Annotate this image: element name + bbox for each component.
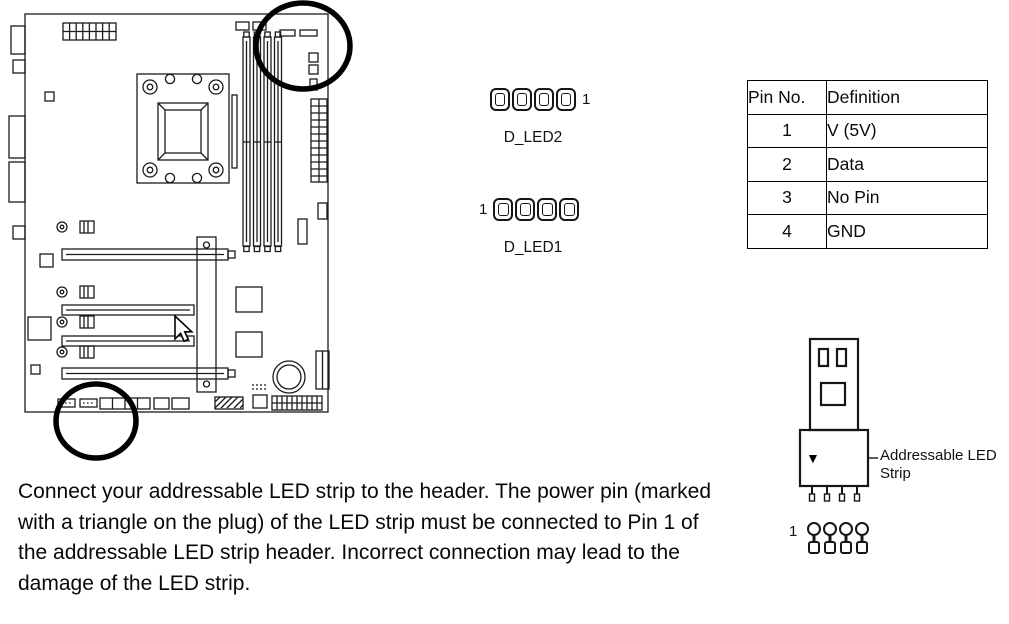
d-led2-label: D_LED2 bbox=[503, 129, 563, 146]
circle-annotation-top-right bbox=[253, 0, 353, 92]
motherboard-diagram bbox=[8, 0, 353, 461]
board-pads bbox=[27, 91, 55, 375]
d-led1-pin-3 bbox=[537, 198, 558, 221]
d-led1-pin-2 bbox=[515, 198, 536, 221]
d-led2-pin-2 bbox=[534, 88, 554, 111]
d-led2-pin-graphic: 1 bbox=[489, 88, 595, 111]
instruction-text: Connect your addressable LED strip to th… bbox=[18, 477, 711, 599]
right-edge-header bbox=[317, 202, 328, 220]
definition-cell: Data bbox=[826, 147, 988, 182]
pin-no-cell: 2 bbox=[747, 147, 827, 182]
d-led1-pin-1 bbox=[493, 198, 514, 221]
pin-no-cell: 1 bbox=[747, 113, 827, 148]
power-pin-triangle-marker: ▼ bbox=[806, 450, 820, 466]
front-panel-header-topleft bbox=[62, 22, 117, 41]
rear-io-ports bbox=[8, 25, 26, 240]
instruction-line-1: Connect your addressable LED strip to th… bbox=[18, 480, 711, 503]
cmos-battery bbox=[272, 360, 306, 394]
screws-and-fan-headers bbox=[56, 220, 95, 359]
definition-cell: GND bbox=[826, 214, 988, 249]
led-strip-label-line2: Strip bbox=[880, 464, 911, 482]
right-edge-connector bbox=[315, 350, 330, 390]
circle-annotation-bottom-left bbox=[53, 381, 139, 461]
d-led2-pin-4 bbox=[490, 88, 510, 111]
d-led1-label: D_LED1 bbox=[503, 239, 563, 256]
table-row-pin-1: 1 V (5V) bbox=[747, 113, 988, 148]
table-row-pin-4: 4 GND bbox=[747, 214, 988, 249]
atx-power-connector bbox=[310, 98, 328, 183]
pin-definition-table: Pin No. Definition 1 V (5V) 2 Data 3 No … bbox=[747, 80, 988, 249]
d-led1-pin-graphic: 1 bbox=[474, 198, 580, 221]
mouse-cursor bbox=[174, 314, 194, 343]
definition-cell: V (5V) bbox=[826, 113, 988, 148]
d-led2-pin1-label: 1 bbox=[582, 91, 591, 108]
pin-no-cell: 3 bbox=[747, 180, 827, 215]
vrm-strip bbox=[231, 94, 238, 169]
led-strip-connector-diagram bbox=[798, 337, 878, 554]
pcie-slots bbox=[61, 248, 236, 380]
d-led2-pin-1 bbox=[556, 88, 576, 111]
instruction-line-4: damage of the LED strip. bbox=[18, 571, 251, 595]
table-row-pin-2: 2 Data bbox=[747, 147, 988, 182]
led-strip-label-line1: Addressable LED bbox=[880, 447, 997, 464]
pin-no-cell: 4 bbox=[747, 214, 827, 249]
strip-plug-upper bbox=[808, 337, 860, 432]
top-right-headers bbox=[279, 29, 319, 91]
m2-slot bbox=[196, 236, 217, 393]
table-row-pin-3: 3 No Pin bbox=[747, 180, 988, 215]
ram-slots bbox=[242, 31, 283, 253]
table-header-pin-no: Pin No. bbox=[747, 80, 827, 115]
m2-pad-1 bbox=[235, 286, 263, 313]
instruction-line-2: with a triangle on the plug) of the LED … bbox=[18, 510, 699, 534]
strip-header-pin1-label: 1 bbox=[789, 523, 798, 540]
instruction-line-3: the addressable LED strip header. Incorr… bbox=[18, 541, 680, 564]
d-led1-pin-4 bbox=[559, 198, 580, 221]
sata-block bbox=[297, 218, 308, 245]
table-header-row: Pin No. Definition bbox=[747, 80, 988, 115]
cpu-socket bbox=[136, 73, 230, 184]
d-led1-pin1-label: 1 bbox=[479, 201, 488, 218]
d-led2-pin-3 bbox=[512, 88, 532, 111]
definition-cell: No Pin bbox=[826, 180, 988, 215]
m2-pad-2 bbox=[235, 331, 263, 358]
bottom-connectors bbox=[57, 384, 323, 411]
led-strip-label: Addressable LED Strip bbox=[880, 447, 1005, 482]
header-pins-icon bbox=[807, 522, 869, 554]
table-header-definition: Definition bbox=[826, 80, 988, 115]
board-outline bbox=[24, 13, 329, 413]
